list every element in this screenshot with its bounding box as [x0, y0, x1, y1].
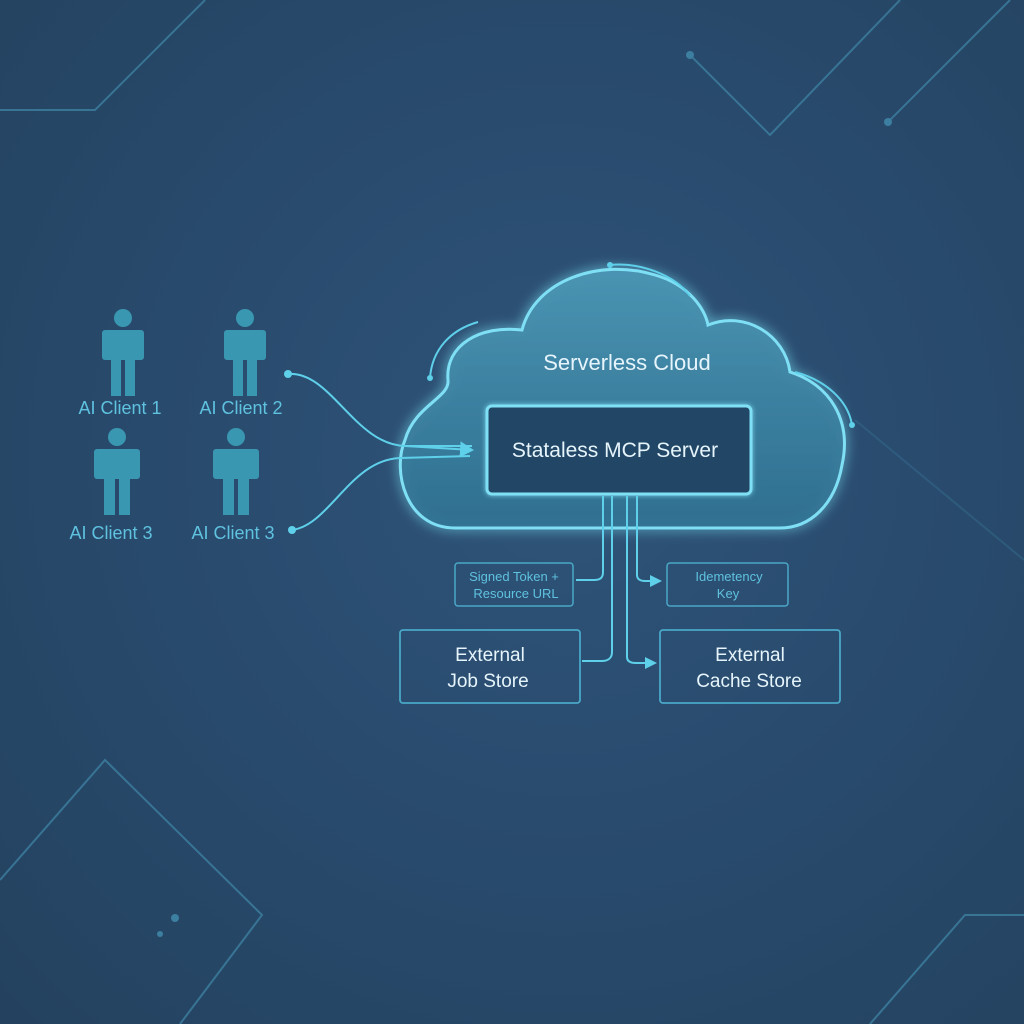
- cache-store-line2: Cache Store: [696, 671, 802, 692]
- idempotency-annotation: [666, 562, 789, 607]
- person-icon: [224, 309, 266, 396]
- decorative-dots: [157, 51, 892, 937]
- mcp-server-box: [485, 404, 753, 496]
- person-icon: [102, 309, 144, 396]
- cache-store-line1: External: [715, 645, 785, 666]
- store-connectors: [576, 496, 662, 669]
- token-label-line1: Signed Token +: [469, 569, 559, 584]
- job-store-box: [399, 629, 581, 704]
- person-icon: [94, 428, 140, 515]
- cache-store-box: [659, 629, 841, 704]
- token-annotation: [454, 562, 574, 607]
- connector-endpoints: [284, 370, 296, 534]
- idempotency-label-line2: Key: [717, 586, 740, 601]
- job-store-line1: External: [455, 645, 525, 666]
- client-label-2: AI Client 2: [199, 398, 282, 418]
- person-icon: [213, 428, 259, 515]
- client-label-4: AI Client 3: [191, 523, 274, 543]
- client-label-1: AI Client 1: [78, 398, 161, 418]
- client-label-3: AI Client 3: [69, 523, 152, 543]
- server-label: Stataless MCP Server: [512, 439, 718, 462]
- idempotency-label-line1: Idemetency: [695, 569, 763, 584]
- job-store-line2: Job Store: [447, 671, 528, 692]
- token-label-line2: Resource URL: [473, 586, 558, 601]
- client-figures: [94, 309, 266, 515]
- cloud-title: Serverless Cloud: [543, 350, 711, 375]
- client-connectors: [287, 372, 474, 531]
